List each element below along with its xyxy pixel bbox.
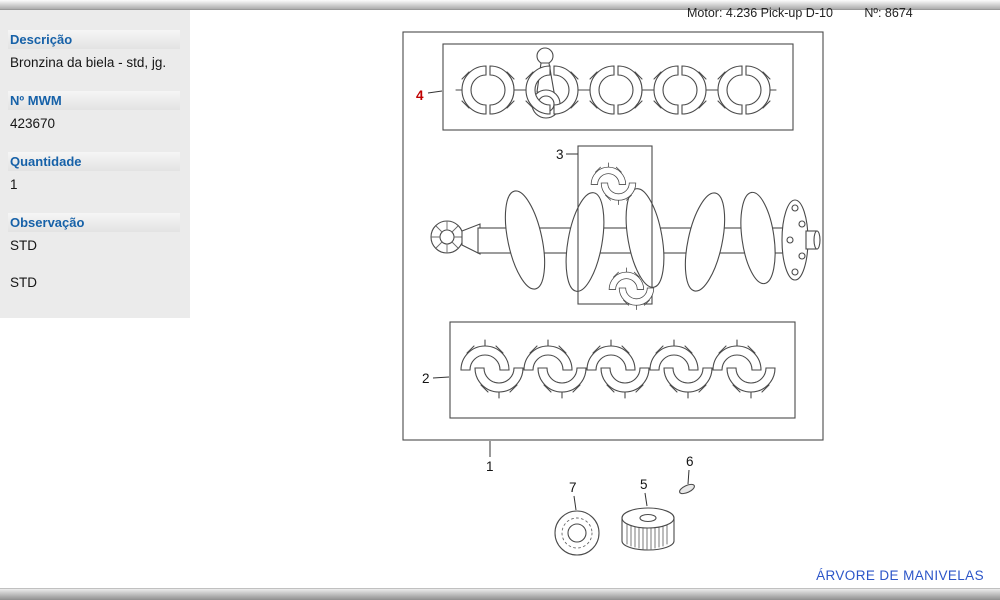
field-label-numero-mwm: Nº MWM bbox=[8, 91, 180, 110]
callout-5[interactable]: 5 bbox=[640, 477, 648, 492]
crankshaft-diagram-svg: 4 3 2 1 7 5 6 bbox=[402, 31, 824, 556]
top-gradient-bar bbox=[0, 0, 1000, 10]
callout-3[interactable]: 3 bbox=[556, 147, 564, 162]
bottom-gradient-bar bbox=[0, 588, 1000, 600]
main-bearings-group bbox=[449, 321, 796, 419]
motor-info: Motor: 4.236 Pick-up D-10 bbox=[687, 6, 833, 20]
rod-bearings-group bbox=[442, 43, 794, 131]
field-value-descricao: Bronzina da biela - std, jg. bbox=[10, 55, 167, 70]
woodruff-key bbox=[679, 483, 695, 495]
crankshaft-group bbox=[430, 188, 821, 292]
callout-7[interactable]: 7 bbox=[569, 480, 577, 495]
callout-1[interactable]: 1 bbox=[486, 459, 494, 474]
thrust-washer bbox=[554, 510, 600, 556]
field-value-quantidade: 1 bbox=[10, 177, 18, 192]
field-observacao: Observação STD bbox=[8, 213, 180, 255]
field-label-observacao: Observação bbox=[8, 213, 180, 232]
engine-header: Motor: 4.236 Pick-up D-10 Nº: 8674 bbox=[687, 6, 987, 20]
diagram-outer-frame bbox=[402, 31, 824, 441]
secondary-observation-value: STD bbox=[10, 275, 37, 290]
callout-6[interactable]: 6 bbox=[686, 454, 694, 469]
part-number-info: Nº: 8674 bbox=[864, 6, 913, 20]
timing-gear bbox=[621, 507, 675, 551]
field-numero-mwm: Nº MWM 423670 bbox=[8, 91, 180, 133]
exploded-parts-diagram: 4 3 2 1 7 5 6 bbox=[190, 10, 1000, 588]
field-label-descricao: Descrição bbox=[8, 30, 180, 49]
field-descricao: Descrição Bronzina da biela - std, jg. bbox=[8, 30, 180, 72]
field-label-quantidade: Quantidade bbox=[8, 152, 180, 171]
field-value-observacao: STD bbox=[10, 238, 37, 253]
field-quantidade: Quantidade 1 bbox=[8, 152, 180, 194]
field-value-numero-mwm: 423670 bbox=[10, 116, 56, 131]
diagram-title: ÁRVORE DE MANIVELAS bbox=[816, 568, 984, 583]
center-bearing-bracket bbox=[577, 145, 654, 310]
callout-4[interactable]: 4 bbox=[416, 88, 424, 103]
part-details-sidebar: Descrição Bronzina da biela - std, jg. N… bbox=[0, 10, 190, 318]
callout-leader-lines bbox=[427, 90, 690, 511]
callout-2[interactable]: 2 bbox=[422, 371, 430, 386]
